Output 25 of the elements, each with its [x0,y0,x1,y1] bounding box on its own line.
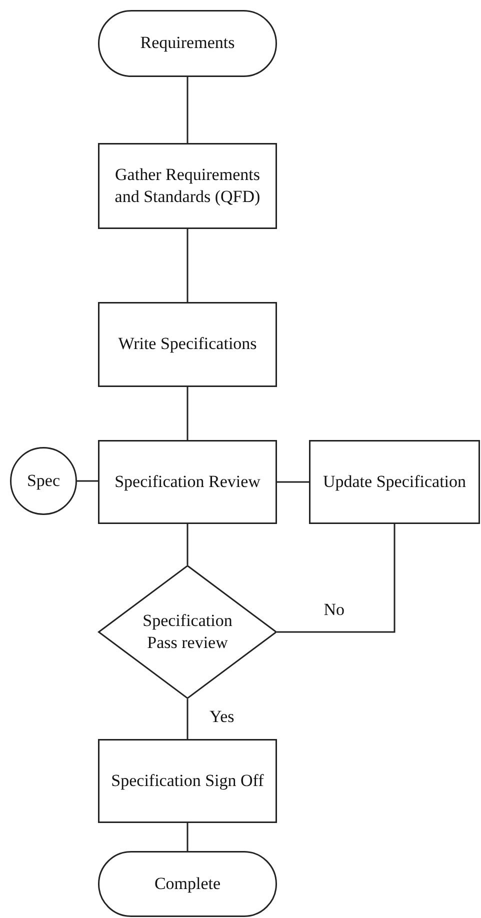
connector-circle [10,447,77,515]
node-text: Write Specifications [117,333,258,356]
connector-line [186,699,188,739]
connector-line [186,387,188,440]
connector-line [186,524,188,565]
node-text: Complete [153,872,222,895]
process-box [98,143,277,229]
node-text: Requirements [139,32,236,54]
decision-diamond [98,565,277,699]
connector-line [186,77,188,143]
node-text: Specification Sign Off [110,770,265,792]
process-box [98,440,277,524]
connector-line [186,229,188,302]
connector-line [277,481,309,483]
node-text: Spec [26,470,62,492]
connector-line [77,480,98,482]
connector-line [186,823,188,851]
process-box [309,440,480,524]
process-box [98,302,277,387]
node-text: Gather Requirements and Standards (QFD) [114,164,262,208]
node-text: Specification Pass review [142,610,234,654]
process-box [98,739,277,823]
node-text: Update Specification [322,470,468,493]
node-text: Specification Review [114,470,262,493]
connector-line [277,524,396,633]
